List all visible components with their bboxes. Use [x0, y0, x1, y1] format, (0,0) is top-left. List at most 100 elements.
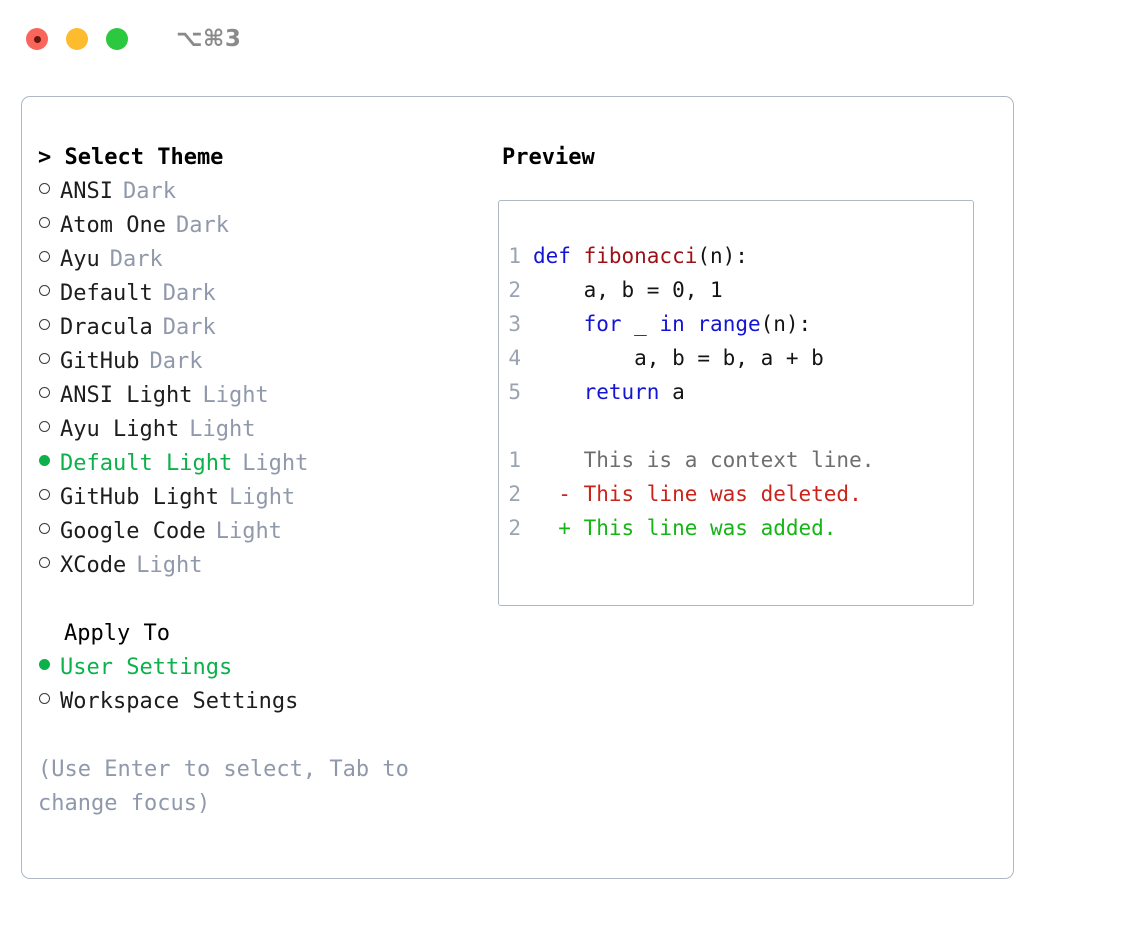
line-number: 2 [508, 278, 521, 302]
option-label: Atom One [60, 213, 166, 238]
theme-list-item[interactable]: Dracula Dark [38, 311, 498, 345]
keyboard-shortcut-label: ⌥⌘3 [176, 26, 242, 52]
theme-list-item[interactable]: Default Dark [38, 277, 498, 311]
option-label: ANSI [60, 179, 113, 204]
code-line: 2 a, b = 0, 1 [499, 273, 973, 307]
theme-variant-badge: Dark [122, 179, 176, 204]
window-controls [26, 28, 128, 50]
line-number: 1 [508, 244, 521, 268]
theme-list-item[interactable]: Ayu Dark [38, 243, 498, 277]
code-line: 5 return a [499, 375, 973, 409]
code-token: (n): [697, 244, 748, 268]
diff-line-content: - This line was deleted. [533, 482, 862, 506]
theme-list-item[interactable]: XCode Light [38, 549, 498, 583]
code-line-content: def fibonacci(n): [533, 239, 748, 273]
code-line-content: return a [533, 375, 685, 409]
list-spacer [38, 583, 498, 617]
title-bar: ⌥⌘3 [0, 0, 1140, 78]
theme-list-item[interactable]: Default Light Light [38, 447, 498, 481]
theme-variant-badge: Dark [149, 349, 203, 374]
code-line: 3 for _ in range(n): [499, 307, 973, 341]
theme-list-item[interactable]: GitHub Dark [38, 345, 498, 379]
diff-line: 1 This is a context line. [499, 443, 973, 477]
option-label: Workspace Settings [60, 689, 299, 714]
line-number: 4 [508, 346, 521, 370]
option-label: Ayu [60, 247, 100, 272]
theme-variant-badge: Light [215, 519, 282, 544]
minimize-button[interactable] [66, 28, 88, 50]
diff-line-content: This is a context line. [533, 448, 875, 472]
option-label: XCode [60, 553, 127, 578]
diff-line-content: + This line was added. [533, 516, 837, 540]
theme-variant-badge: Dark [175, 213, 229, 238]
theme-list-item[interactable]: Atom One Dark [38, 209, 498, 243]
option-label: GitHub [60, 349, 140, 374]
code-token: def [533, 244, 584, 268]
line-number: 1 [508, 448, 521, 472]
theme-variant-badge: Light [136, 553, 203, 578]
theme-list-item[interactable]: ANSI Dark [38, 175, 498, 209]
code-token [533, 380, 584, 404]
option-label: Google Code [60, 519, 206, 544]
theme-variant-badge: Dark [109, 247, 163, 272]
option-label: User Settings [60, 655, 233, 680]
diff-line: 2 - This line was deleted. [499, 477, 973, 511]
code-token: a, b = 0, 1 [533, 278, 723, 302]
code-line: 4 a, b = b, a + b [499, 341, 973, 375]
code-token: _ [621, 312, 660, 336]
code-line-content: for _ in range(n): [533, 307, 812, 341]
select-theme-heading: > Select Theme [38, 145, 224, 170]
theme-variant-badge: Light [189, 417, 256, 442]
line-number: 5 [508, 380, 521, 404]
apply-to-item[interactable]: Workspace Settings [38, 685, 498, 719]
code-line-content: a, b = b, a + b [533, 341, 824, 375]
code-token: for [583, 312, 622, 336]
theme-list-item[interactable]: GitHub Light Light [38, 481, 498, 515]
keyboard-hint-text: (Use Enter to select, Tab to change focu… [38, 757, 409, 816]
code-token: range [697, 312, 761, 336]
preview-heading: Preview [502, 145, 595, 170]
line-number: 2 [508, 482, 521, 506]
theme-variant-badge: Dark [162, 315, 216, 340]
theme-variant-badge: Light [242, 451, 309, 476]
code-token: return [583, 380, 660, 404]
option-label: ANSI Light [60, 383, 193, 408]
option-label: Default [60, 281, 153, 306]
code-token: (n): [760, 312, 812, 336]
close-button[interactable] [26, 28, 48, 50]
option-label: Default Light [60, 451, 233, 476]
code-token: in [659, 312, 685, 336]
code-token: a [659, 380, 685, 404]
apply-to-item[interactable]: User Settings [38, 651, 498, 685]
line-number: 2 [508, 516, 521, 540]
code-token [533, 312, 584, 336]
option-label: Dracula [60, 315, 153, 340]
apply-to-heading: Apply To [64, 621, 170, 646]
theme-variant-badge: Dark [162, 281, 216, 306]
theme-list-item[interactable]: Google Code Light [38, 515, 498, 549]
code-diff-separator [499, 409, 973, 443]
code-line-content: a, b = 0, 1 [533, 273, 723, 307]
diff-sample: 1 This is a context line.2 - This line w… [499, 443, 973, 545]
code-token [685, 312, 698, 336]
diff-line: 2 + This line was added. [499, 511, 973, 545]
option-label: GitHub Light [60, 485, 219, 510]
option-label: Ayu Light [60, 417, 180, 442]
maximize-button[interactable] [106, 28, 128, 50]
theme-list-item[interactable]: Ayu Light Light [38, 413, 498, 447]
line-number: 3 [508, 312, 521, 336]
code-token: fibonacci [583, 244, 698, 268]
code-line: 1 def fibonacci(n): [499, 239, 973, 273]
theme-list-item[interactable]: ANSI Light Light [38, 379, 498, 413]
theme-variant-badge: Light [202, 383, 269, 408]
theme-variant-badge: Light [228, 485, 296, 510]
